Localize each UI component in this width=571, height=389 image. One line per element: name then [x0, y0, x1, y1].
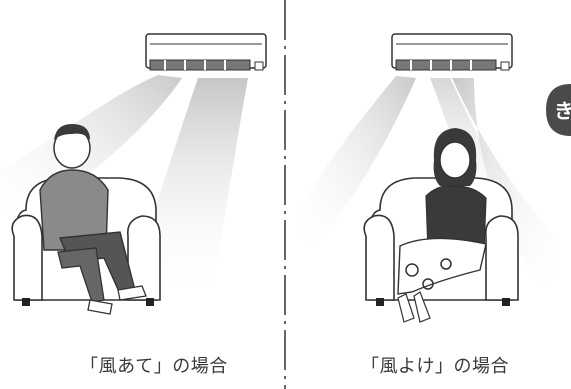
- airflow-icon: [300, 76, 416, 260]
- side-tab-label: き: [554, 99, 571, 123]
- air-conditioner-left: [145, 33, 267, 71]
- person-woman: [397, 128, 487, 323]
- caption-wind-avoid: 「風よけ」の場合: [361, 356, 509, 377]
- side-tab: [546, 84, 571, 136]
- caption-wind-on: 「風あて」の場合: [80, 356, 228, 377]
- air-conditioner-right: [391, 33, 513, 71]
- person-man: [39, 124, 147, 315]
